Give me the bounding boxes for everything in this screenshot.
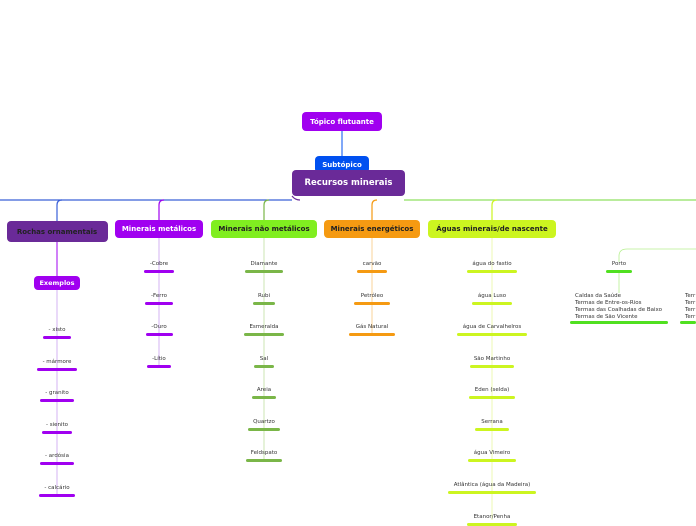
leaf-item-aguas[interactable]: água Luso <box>477 293 507 299</box>
leaf-item-energeticos[interactable]: Petróleo <box>360 293 384 299</box>
leaf-item-metalicos[interactable]: -Ferro <box>151 293 167 299</box>
leaf-underline <box>349 333 395 336</box>
leaf-underline <box>254 365 274 368</box>
leaf-item-nao-metalicos[interactable]: Feldspato <box>250 450 278 456</box>
leaf-underline <box>248 428 280 431</box>
leaf-item-nao-metalicos[interactable]: Areia <box>256 387 272 393</box>
clipped-list-underline <box>680 321 696 324</box>
porto-termas-line: Termas de Entre-os-Rios <box>575 300 642 306</box>
branch-connector <box>56 199 63 221</box>
leaf-item-aguas[interactable]: água de Carvalhelros <box>462 324 522 330</box>
leaf-underline <box>245 270 283 273</box>
clipped-termas-line: Terr <box>685 307 696 313</box>
leaf-item-aguas[interactable]: água Vimeiro <box>473 450 511 456</box>
leaf-underline <box>40 462 74 465</box>
root-node[interactable]: Recursos minerais <box>292 170 405 196</box>
leaf-item-rochas[interactable]: - calcário <box>44 485 70 491</box>
leaf-item-rochas[interactable]: - ardósia <box>45 453 69 459</box>
leaf-underline <box>39 494 75 497</box>
leaf-underline <box>43 336 71 339</box>
floating-topic-node[interactable]: Tópico flutuante <box>302 112 382 131</box>
leaf-item-rochas[interactable]: - mármore <box>42 359 72 365</box>
clipped-termas-line: Terr <box>685 314 696 320</box>
porto-connector <box>618 248 696 262</box>
leaf-underline <box>354 302 390 305</box>
leaf-item-energeticos[interactable]: Gás Natural <box>355 324 389 330</box>
leaf-underline <box>252 396 276 399</box>
leaf-underline <box>147 365 171 368</box>
leaf-item-rochas[interactable]: - xisto <box>48 327 66 333</box>
leaf-underline <box>246 459 282 462</box>
subtopic-node[interactable]: Subtópico <box>315 156 369 173</box>
leaf-item-rochas[interactable]: - sienito <box>45 422 69 428</box>
leaf-item-rochas[interactable]: - granito <box>45 390 69 396</box>
leaf-underline <box>145 333 173 336</box>
porto-termas-line: Caldas da Saúde <box>575 293 622 299</box>
leaf-underline <box>472 302 512 305</box>
branch-node-2[interactable]: Minerais não metálicos <box>211 220 317 238</box>
branch-node-0[interactable]: Rochas ornamentais <box>6 221 108 242</box>
exemplos-node[interactable]: Exemplos <box>34 276 80 290</box>
leaf-underline <box>42 431 72 434</box>
porto-list-underline <box>570 321 668 324</box>
leaf-item-aguas[interactable]: São Martinho <box>473 356 511 362</box>
leaf-item-nao-metalicos[interactable]: Quartzo <box>253 419 275 425</box>
clipped-termas-line: Terr <box>685 293 696 299</box>
leaf-item-nao-metalicos[interactable]: Diamante <box>250 261 278 267</box>
leaf-item-aguas[interactable]: Atlântica (água da Madeira) <box>453 482 531 488</box>
branch-connector <box>371 199 378 221</box>
leaf-item-aguas[interactable]: água do fastio <box>472 261 512 267</box>
leaf-item-metalicos[interactable]: -Cobre <box>149 261 169 267</box>
leaf-underline <box>144 270 174 273</box>
branch-connector <box>491 199 498 221</box>
leaf-underline <box>469 396 515 399</box>
leaf-underline <box>40 399 74 402</box>
branch-node-4[interactable]: Águas minerais/de nascente <box>428 220 556 238</box>
leaf-item-metalicos[interactable]: -Lítio <box>152 356 166 362</box>
leaf-item-nao-metalicos[interactable]: Esmeralda <box>249 324 279 330</box>
leaf-underline <box>357 270 387 273</box>
branch-node-1[interactable]: Minerais metálicos <box>115 220 203 238</box>
leaf-item-metalicos[interactable]: -Ouro <box>151 324 167 330</box>
leaf-underline <box>37 368 77 371</box>
branch-connector <box>158 199 165 221</box>
leaf-underline <box>253 302 275 305</box>
leaf-underline <box>606 270 632 273</box>
leaf-item-nao-metalicos[interactable]: Rubi <box>257 293 271 299</box>
porto-termas-line: Termas de São Vicente <box>575 314 638 320</box>
connector-curve <box>291 195 301 201</box>
leaf-underline <box>448 491 536 494</box>
leaf-item-nao-metalicos[interactable]: Sal <box>259 356 269 362</box>
leaf-item-aguas[interactable]: Etanor/Penha <box>473 514 511 520</box>
porto-termas-line: Termas das Coalhadas de Baixo <box>575 307 662 313</box>
leaf-underline <box>475 428 509 431</box>
leaf-underline <box>467 270 517 273</box>
leaf-item-energeticos[interactable]: carvão <box>362 261 382 267</box>
porto-node[interactable]: Porto <box>611 261 627 267</box>
leaf-item-aguas[interactable]: Eden (selda) <box>474 387 510 393</box>
leaf-underline <box>470 365 514 368</box>
branch-node-3[interactable]: Minerais energéticos <box>324 220 420 238</box>
leaf-underline <box>468 459 516 462</box>
clipped-termas-line: Terr <box>685 300 696 306</box>
leaf-underline <box>457 333 527 336</box>
branch-connector <box>263 199 270 221</box>
leaf-underline <box>145 302 173 305</box>
leaf-underline <box>244 333 284 336</box>
leaf-item-aguas[interactable]: Serrana <box>481 419 503 425</box>
